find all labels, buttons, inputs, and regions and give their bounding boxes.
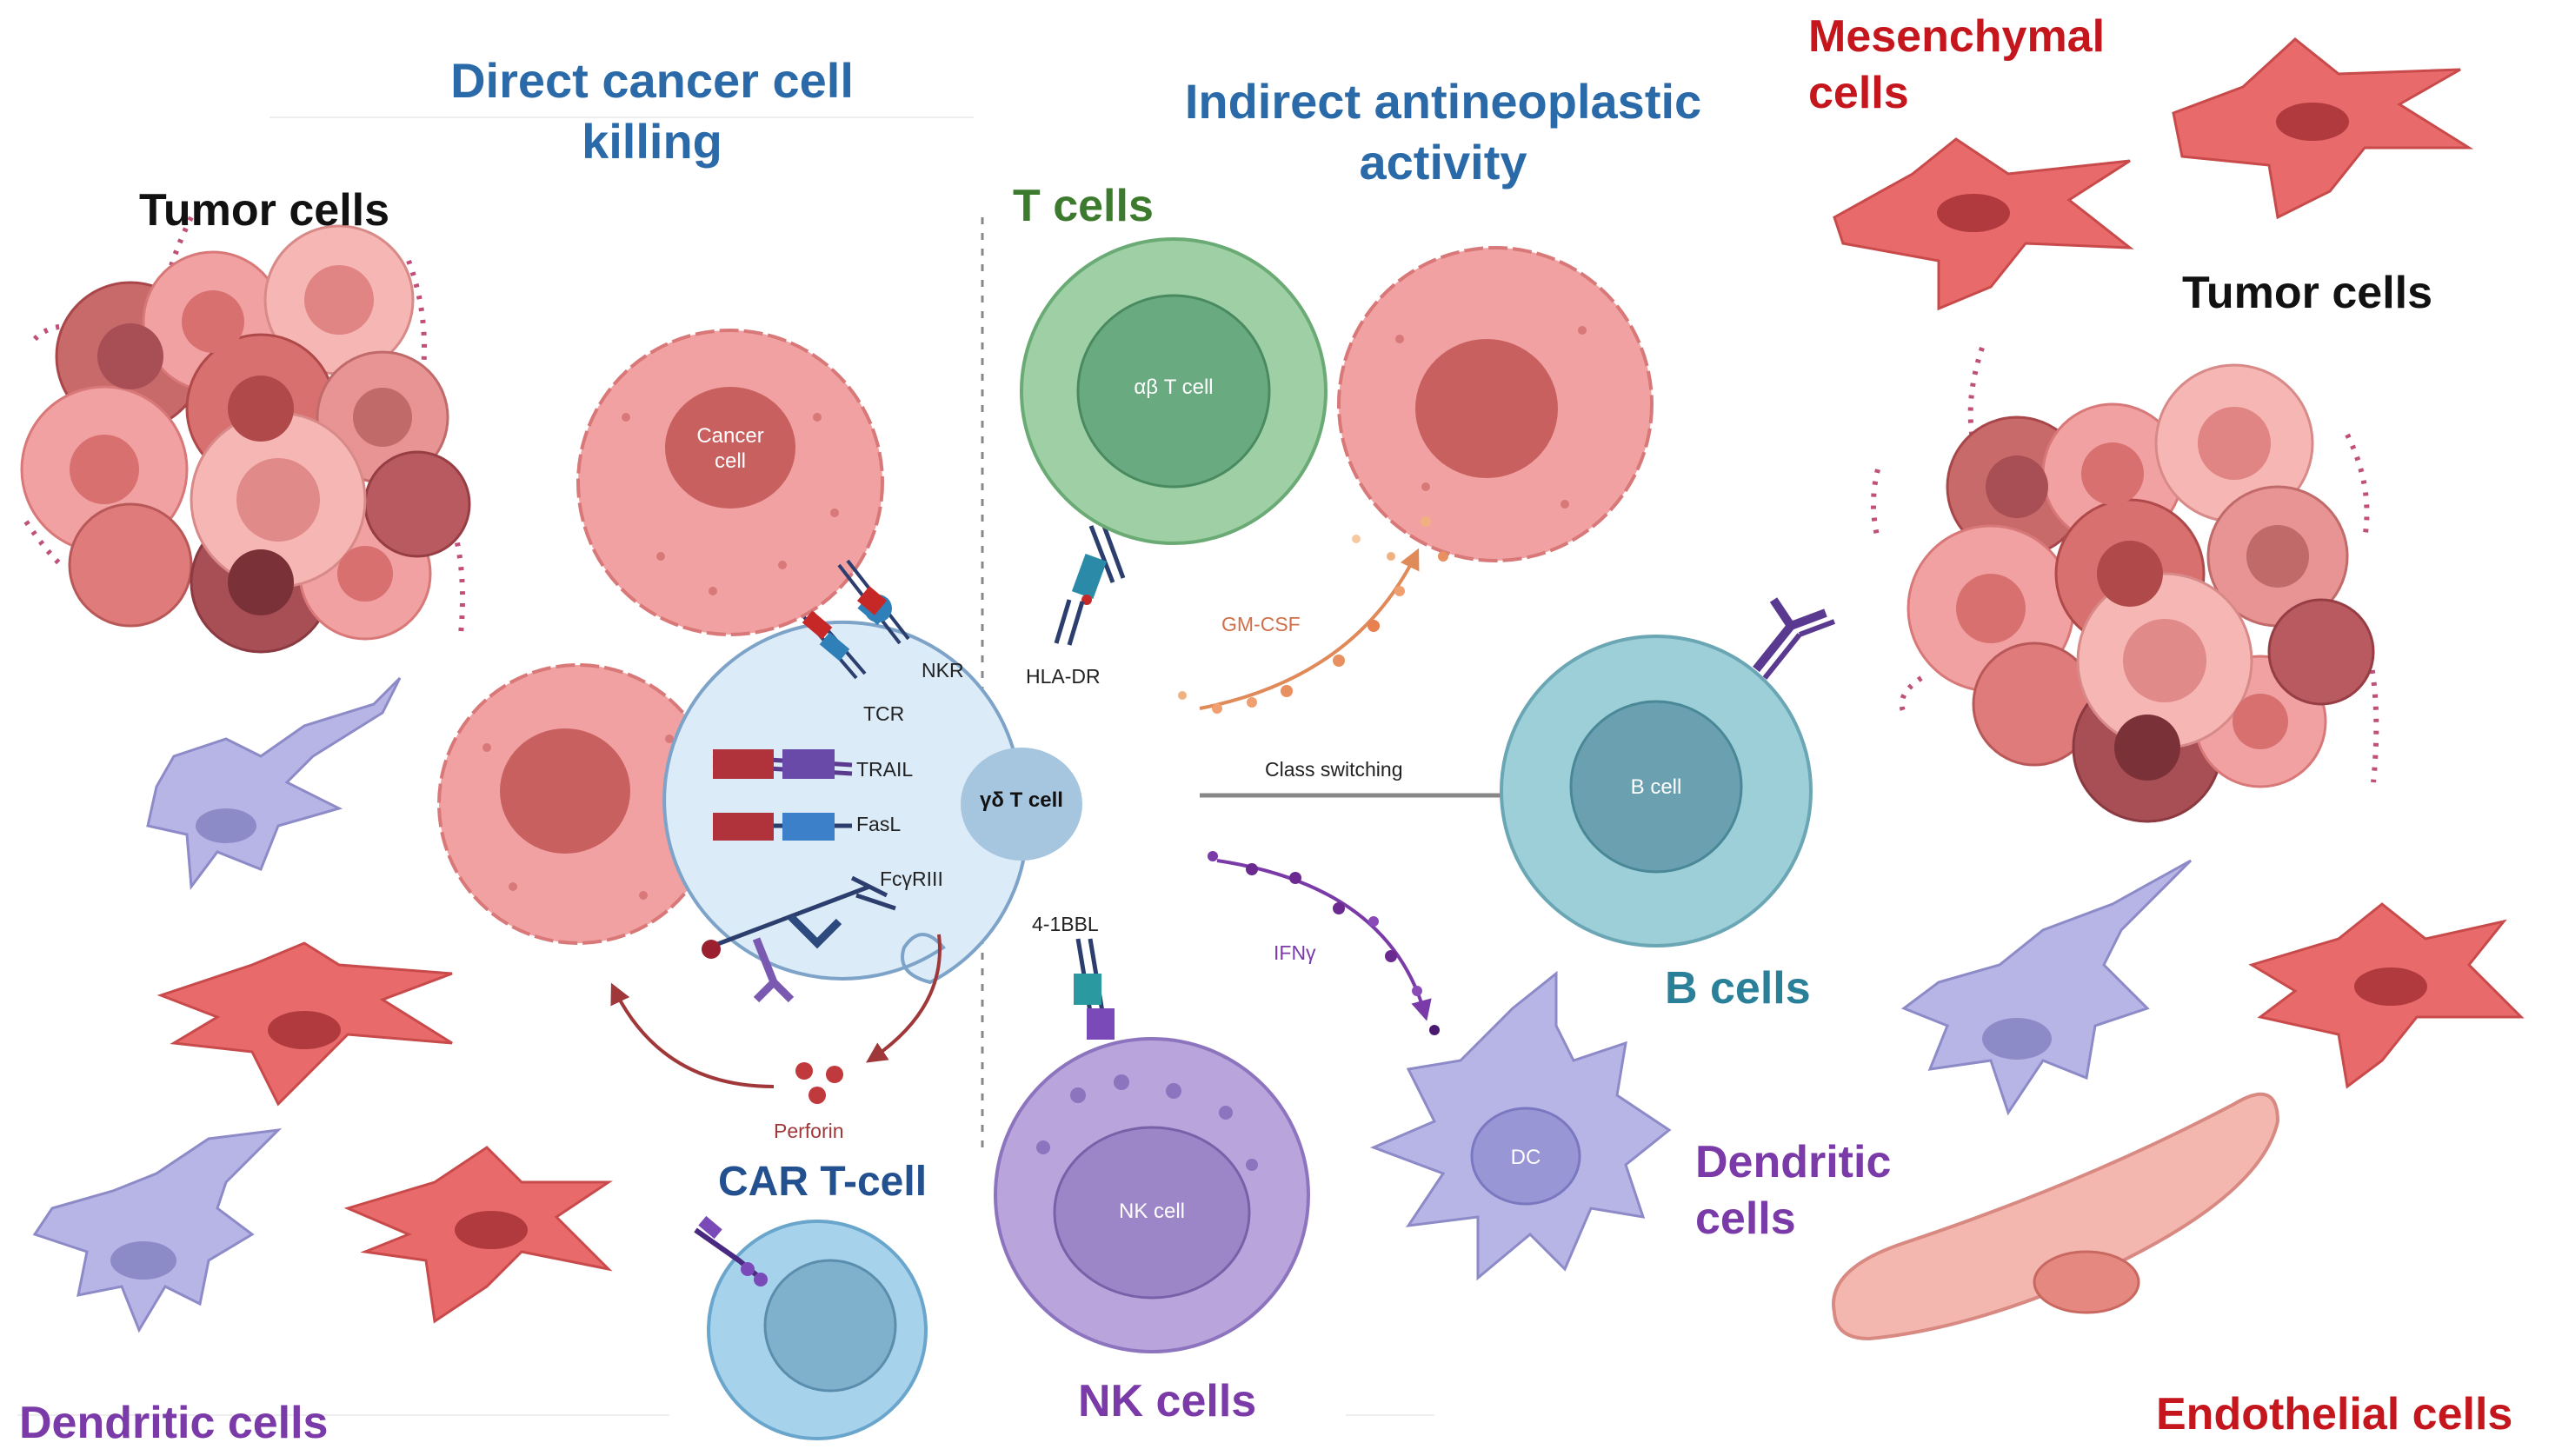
mesenchymal-cell-right-3 — [2248, 902, 2525, 1089]
label-tumor-cells-left: Tumor cells — [139, 185, 390, 236]
receptor-nkr: NKR — [922, 659, 964, 681]
nk-cell-label: NK cell — [1118, 1200, 1186, 1223]
label-car-t-cell: CAR T-cell — [718, 1159, 928, 1205]
gm-csf-arrow — [1178, 516, 1448, 714]
label-mesenchymal-line1: Mesenchymal — [1808, 11, 2106, 62]
label-dendritic-cells-right: Dendritic cells — [1695, 1134, 1891, 1247]
dc-label: DC — [1510, 1146, 1541, 1169]
label-endothelial-cells: Endothelial cells — [2156, 1389, 2513, 1439]
label-nk-cells: NK cells — [1078, 1376, 1257, 1426]
dendritic-cell-left-1 — [146, 676, 402, 891]
b-cell-label: B cell — [1630, 775, 1682, 799]
receptor-fasl: FasL — [856, 813, 902, 835]
cancer-cell — [576, 329, 884, 636]
endothelial-cell — [1832, 1092, 2280, 1341]
nk-cell — [994, 1037, 1310, 1353]
label-dendritic-right-line2: cells — [1695, 1193, 1796, 1244]
dendritic-cell-right — [1900, 859, 2193, 1116]
b-cell — [1500, 597, 1836, 947]
label-dendritic-right-line1: Dendritic — [1695, 1137, 1892, 1187]
cancer-line1: Cancer — [696, 424, 764, 448]
mesenchymal-cell-left-1 — [156, 941, 453, 1107]
receptor-trail: TRAIL — [856, 758, 914, 781]
label-mesenchymal-line2: cells — [1808, 68, 1909, 118]
receptor-4-1bbl: 4-1BBL — [1032, 913, 1099, 935]
cancer-cell-label: Cancer cell — [669, 424, 791, 475]
label-t-cells: T cells — [1013, 181, 1154, 231]
heading-direct-line2: killing — [582, 114, 722, 169]
heading-indirect-activity: Indirect antineoplastic activity — [1156, 71, 1730, 193]
label-mesenchymal-cells: Mesenchymal cells — [1808, 9, 2105, 122]
ab-t-cell-label: αβ T cell — [1134, 376, 1214, 399]
heading-indirect-line2: activity — [1359, 135, 1527, 189]
mediator-ifng: IFNγ — [1274, 941, 1316, 964]
tumor-cluster-left — [20, 216, 471, 654]
receptor-tcr: TCR — [863, 702, 905, 725]
perforin-arrows — [610, 934, 942, 1104]
receptor-hla-dr: HLA-DR — [1026, 665, 1101, 688]
heading-direct-killing: Direct cancer cell killing — [426, 50, 878, 172]
receptor-connectors — [702, 521, 1126, 1040]
label-dendritic-cells-left: Dendritic cells — [19, 1398, 329, 1448]
cancer-line2: cell — [714, 449, 746, 473]
mesenchymal-cell-left-2 — [343, 1146, 613, 1324]
mediator-class-switching: Class switching — [1265, 758, 1403, 781]
heading-indirect-line1: Indirect antineoplastic — [1184, 74, 1702, 129]
mediator-gm-csf: GM-CSF — [1221, 613, 1301, 635]
tumor-cluster-right — [1871, 347, 2379, 823]
dendritic-cell-left-2 — [32, 1127, 283, 1333]
gamma-delta-t-cell — [662, 620, 1082, 985]
mediator-perforin: Perforin — [774, 1120, 844, 1142]
receptor-fcgr3: FcγRIII — [880, 868, 943, 890]
target-tumor-cell — [437, 663, 719, 945]
indirect-tumor-cell — [1337, 246, 1654, 562]
gd-t-cell-label: γδ T cell — [980, 788, 1063, 812]
mesenchymal-cells-right — [1833, 37, 2474, 311]
dendritic-cell-center — [1369, 970, 1672, 1281]
ifng-arrow — [1208, 851, 1440, 1035]
heading-direct-line1: Direct cancer cell — [450, 53, 854, 108]
label-b-cells: B cells — [1665, 963, 1811, 1014]
car-t-cell — [694, 1215, 928, 1440]
label-tumor-cells-right: Tumor cells — [2182, 268, 2433, 318]
ab-t-cell — [1020, 237, 1328, 545]
